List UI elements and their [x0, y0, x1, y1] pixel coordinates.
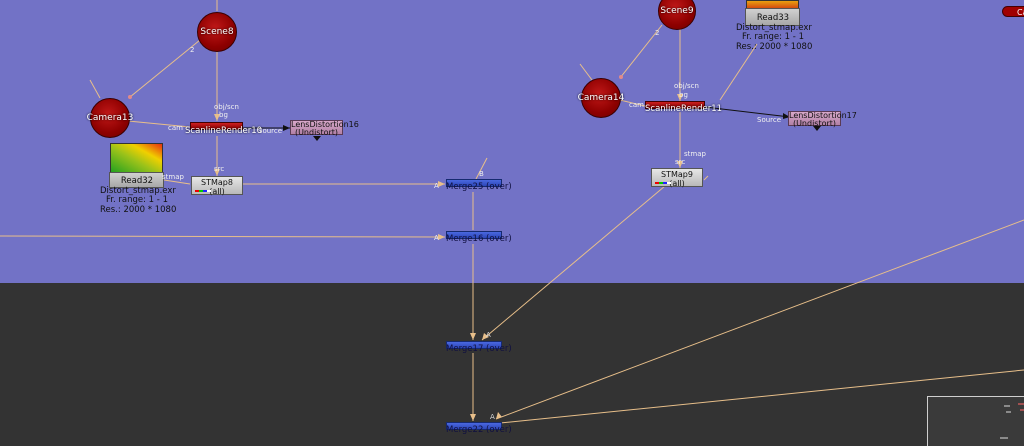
lens-distortion17-mode: (Undistort): [792, 119, 837, 128]
stmap8-channels-label: (all): [209, 187, 225, 196]
port-label-bg-11: bg: [679, 91, 688, 99]
merge25-node[interactable]: [446, 179, 502, 187]
scene8-label: Scene8: [200, 27, 234, 37]
port-label-source-16: Source: [258, 127, 283, 135]
port-label-source-17: Source: [757, 116, 782, 124]
port-label-src-9: src: [675, 158, 686, 166]
stmap9-node[interactable]: STMap9 (all): [651, 168, 703, 188]
merge22-label: Merge22 (over): [446, 425, 512, 435]
stmap8-title: STMap8: [201, 178, 233, 187]
scene8-node[interactable]: Scene8: [197, 12, 237, 52]
corner-scene-label: Ca: [1017, 8, 1024, 17]
merge16-label: Merge16 (over): [446, 234, 512, 244]
port-label-a-22: A: [490, 413, 495, 421]
port-label-src-8: src: [214, 165, 225, 173]
read33-node[interactable]: [745, 8, 800, 26]
stmap9-channels-label: (all): [669, 179, 685, 188]
scene9-node[interactable]: Scene9: [658, 0, 696, 30]
port-label-cam-11: cam: [629, 101, 644, 109]
scene9-label: Scene9: [660, 6, 694, 16]
minimap-node: [1000, 437, 1008, 439]
port-label-stmap-8: stmap: [162, 173, 184, 181]
read32-range: Fr. range: 1 - 1: [106, 195, 168, 205]
lens-distortion17-title: LensDistortion17: [789, 111, 857, 120]
camera13-label: Camera13: [86, 113, 134, 123]
read32-node[interactable]: [109, 172, 164, 188]
read32-file: Distort_stmap.exr: [100, 185, 176, 196]
minimap-navigator[interactable]: [927, 396, 1024, 446]
stmap9-channel-indicator: [655, 182, 671, 184]
backdrop-node[interactable]: [0, 0, 1024, 283]
scanline-render10-node[interactable]: [190, 122, 243, 130]
read33-title: Read33: [756, 13, 790, 23]
read33-range: Fr. range: 1 - 1: [742, 32, 804, 42]
read33-res: Res.: 2000 * 1080: [736, 41, 813, 52]
read33-file: Distort_stmap.exr: [736, 22, 812, 33]
port-label-scene8-input: 2: [190, 46, 195, 54]
port-label-cam-10: cam: [168, 124, 183, 132]
merge17-node[interactable]: [446, 341, 502, 349]
minimap-node: [1006, 411, 1011, 413]
read32-thumbnail[interactable]: [110, 143, 163, 174]
read32-res: Res.: 2000 * 1080: [100, 204, 177, 215]
stmap8-channel-indicator: [195, 190, 211, 192]
scanline-render10-label: ScanlineRender10: [185, 126, 263, 136]
scanline-render11-label: ScanlineRender11: [645, 104, 723, 114]
stmap9-title: STMap9: [661, 170, 693, 179]
read32-info: Read32 Distort_stmap.exr Fr. range: 1 - …: [100, 176, 177, 215]
minimap-node: [1004, 405, 1010, 407]
port-label-objscn-10: obj/scn: [214, 103, 239, 111]
lens-distortion17-node[interactable]: LensDistortion17 (Undistort): [788, 111, 857, 128]
lens-distortion16-title: LensDistortion16: [291, 120, 359, 129]
port-label-objscn-11: obj/scn: [674, 82, 699, 90]
camera14-label: Camera14: [577, 93, 625, 103]
camera13-indicator: [128, 95, 132, 99]
merge16-node[interactable]: [446, 231, 502, 239]
camera14-indicator: [619, 75, 623, 79]
port-label-a-17: A: [486, 331, 491, 339]
read33-info: Read33 Distort_stmap.exr Fr. range: 1 - …: [736, 13, 813, 52]
merge25-label: Merge25 (over): [446, 182, 512, 192]
merge22-node[interactable]: [446, 422, 502, 430]
lens-distortion16-mode: (Undistort): [294, 128, 339, 137]
camera14-node[interactable]: Camera14: [578, 78, 624, 118]
port-label-stmap-9: stmap: [684, 150, 706, 158]
port-label-b-25: B: [479, 170, 484, 178]
stmap8-node[interactable]: STMap8 (all): [191, 176, 243, 196]
camera13-node[interactable]: Camera13: [87, 98, 133, 138]
lens-distortion16-node[interactable]: LensDistortion16 (Undistort): [290, 120, 359, 137]
scanline-render11-node[interactable]: [645, 101, 705, 109]
minimap-node: [1018, 403, 1024, 405]
port-label-a-25: A: [434, 182, 439, 190]
corner-scene-node[interactable]: Ca: [1002, 6, 1024, 17]
read32-title: Read32: [120, 176, 154, 186]
port-label-scene9-input: 2: [655, 29, 660, 37]
port-label-bg-10: bg: [219, 111, 228, 119]
merge17-label: Merge17 (over): [446, 344, 512, 354]
minimap-node: [1020, 409, 1024, 411]
port-label-a-16: A: [434, 234, 439, 242]
